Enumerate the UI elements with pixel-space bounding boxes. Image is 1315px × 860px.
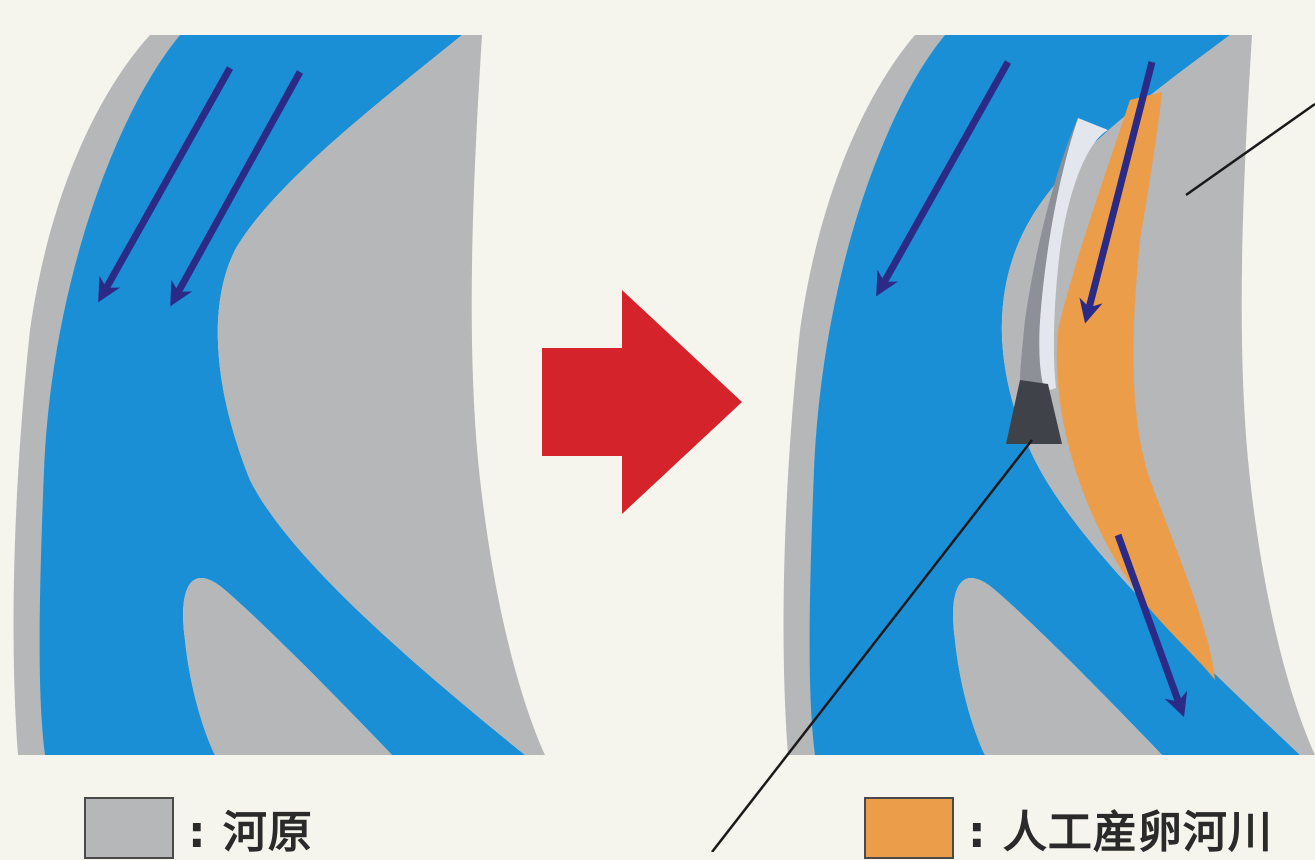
gravel-bar-before: [217, 35, 545, 755]
structure-light: [1039, 118, 1108, 392]
legend-gravel-bar: : 河原: [84, 796, 313, 860]
structure-mid: [1020, 118, 1078, 388]
gray-square-icon: [84, 797, 174, 859]
flow-arrow-icon: [98, 66, 234, 303]
orange-square-icon: [864, 797, 954, 859]
artificial-spawning-channel: [1056, 92, 1215, 680]
flow-arrow-icon: [170, 70, 304, 307]
legend-spawning-bed: : 人工産卵河川: [864, 796, 1273, 860]
gravel-bar-after: [1001, 35, 1315, 755]
flow-arrow-icon: [1114, 533, 1188, 718]
legend-spawning-bed-label: : 人工産卵河川: [968, 807, 1273, 858]
after-panel: [711, 35, 1315, 852]
structure-dark: [1006, 380, 1062, 444]
legend-gravel-bar-label: : 河原: [188, 807, 313, 858]
left-bank-after: [783, 35, 945, 755]
island-before: [183, 578, 392, 755]
left-bank-before: [13, 35, 180, 755]
flow-arrow-icon: [1079, 61, 1156, 324]
water-before: [39, 35, 525, 755]
flow-arrow-icon: [876, 60, 1012, 297]
before-panel: [13, 35, 545, 755]
leader-line: [711, 439, 1033, 852]
right-arrow-icon: [542, 290, 742, 514]
island-after: [953, 578, 1162, 755]
leader-line: [1185, 102, 1315, 197]
water-after: [809, 35, 1300, 755]
